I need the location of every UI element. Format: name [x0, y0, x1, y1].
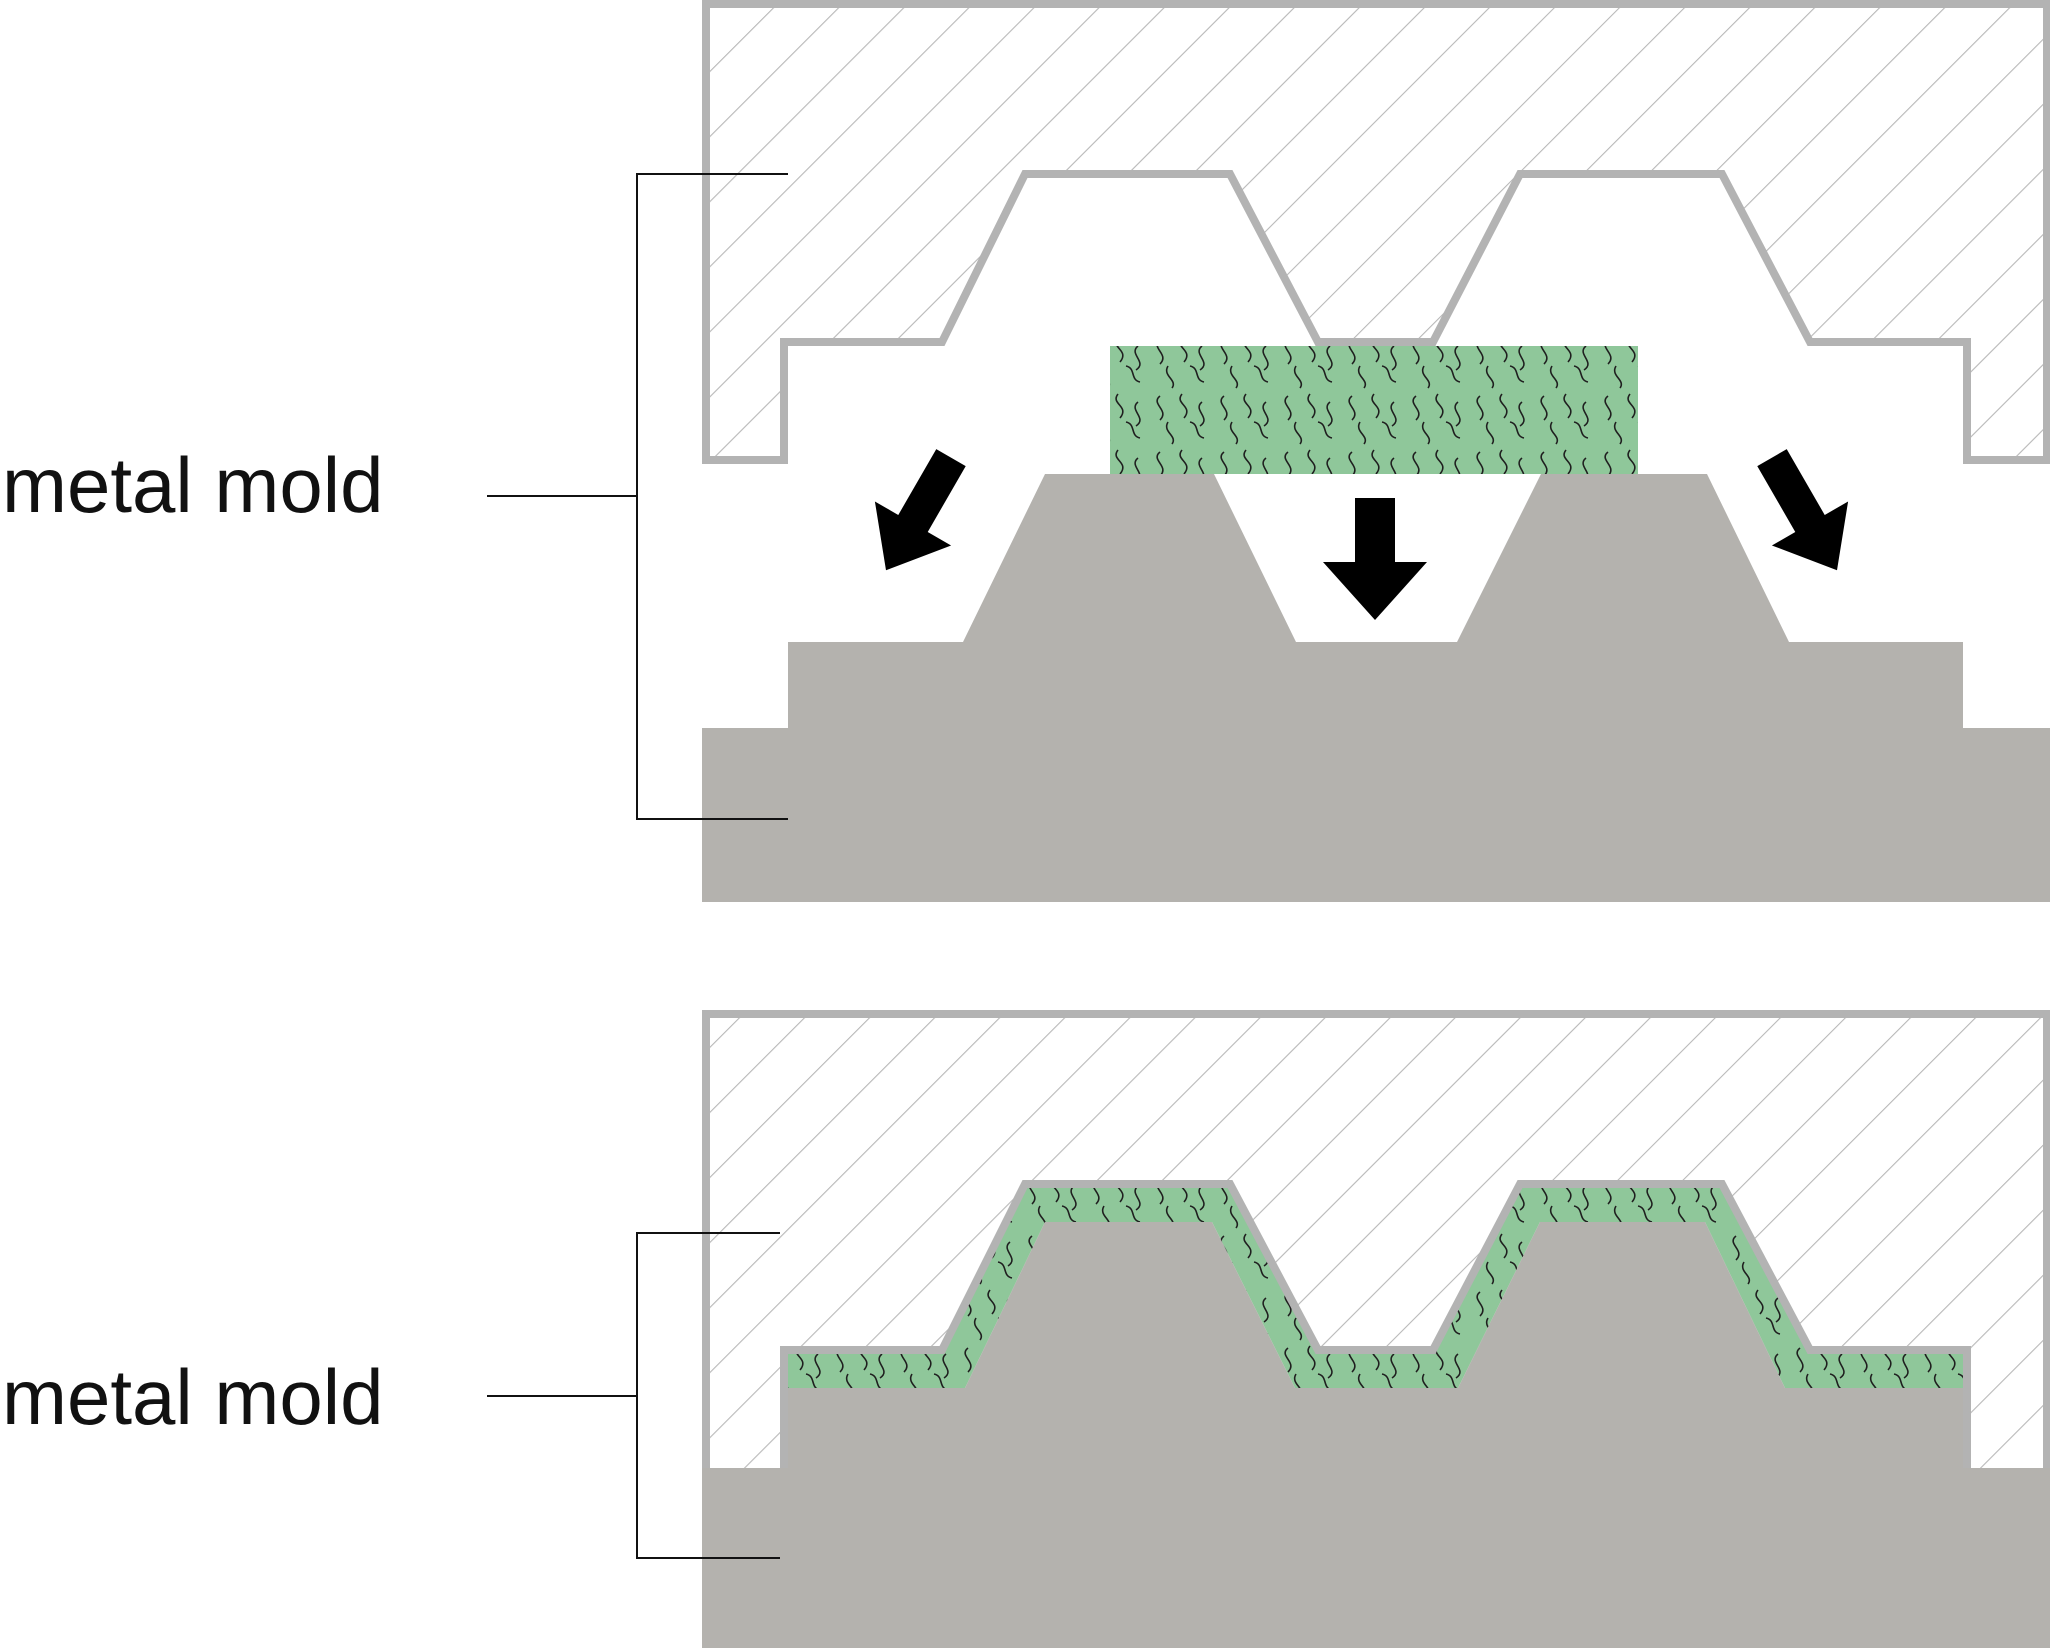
- formed-material-layer: [784, 1184, 1967, 1388]
- arrow-down-left-icon: [874, 449, 966, 571]
- metal-mold-label-top-group: metal mold: [2, 173, 788, 820]
- lower-mold-bottom: [702, 1222, 2050, 1648]
- top-panel: metal mold: [2, 0, 2050, 902]
- upper-mold-bottom-outline: [702, 1010, 2050, 1468]
- arrow-down-icon: [1323, 498, 1427, 620]
- metal-mold-label-bottom: metal mold: [2, 1353, 383, 1441]
- material-charge: [1110, 346, 1638, 474]
- lower-mold-top: [702, 474, 2050, 902]
- metal-mold-label-top: metal mold: [2, 441, 383, 529]
- arrow-down-right-icon: [1757, 449, 1849, 571]
- metal-mold-label-bottom-group: metal mold: [2, 1232, 780, 1559]
- bottom-panel: metal mold: [2, 1010, 2050, 1648]
